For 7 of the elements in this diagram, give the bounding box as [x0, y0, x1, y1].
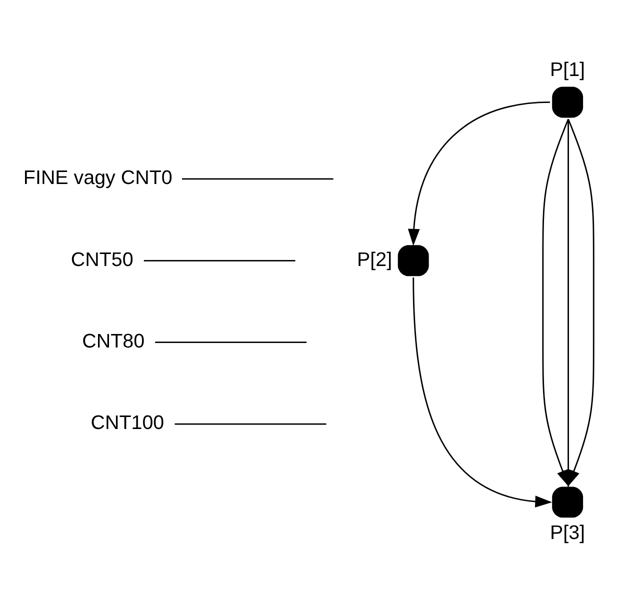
node-text: CNT50 — [70, 248, 134, 270]
node-text: CNT80 — [82, 330, 145, 352]
node-label: P[2] — [357, 248, 392, 270]
node-text: FINE vagy CNT0 — [23, 166, 172, 189]
node-label: P[1] — [550, 58, 586, 80]
node-label: P[3] — [550, 522, 586, 544]
node-text: CNT100 — [90, 412, 164, 434]
